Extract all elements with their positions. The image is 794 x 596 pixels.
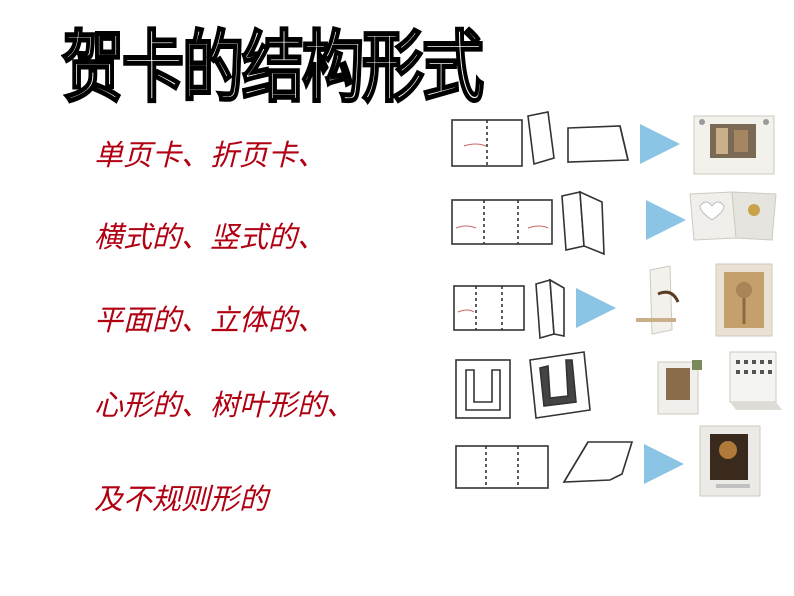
page-title: 贺卡的结构形式 bbox=[61, 20, 485, 114]
card-type-line-4: 心形的、树叶形的、 bbox=[94, 388, 356, 422]
photo-card-1 bbox=[693, 115, 775, 175]
row-tri-fold bbox=[451, 190, 605, 256]
row-single-fold bbox=[451, 111, 630, 167]
photo-card-2 bbox=[689, 191, 777, 241]
card-structure-illustration bbox=[451, 111, 782, 497]
card-type-line-5: 及不规则形的 bbox=[94, 482, 269, 516]
row-gate-fold bbox=[453, 278, 565, 340]
row-tent-fold bbox=[455, 441, 634, 489]
photo-card-3 bbox=[636, 263, 773, 337]
row-cutout bbox=[455, 351, 591, 419]
card-type-line-2: 横式的、竖式的、 bbox=[94, 220, 327, 254]
card-type-line-1: 单页卡、折页卡、 bbox=[94, 138, 327, 172]
heart-icon bbox=[699, 201, 725, 221]
photo-card-5 bbox=[699, 425, 761, 497]
photo-card-4 bbox=[657, 351, 782, 415]
card-type-line-3: 平面的、立体的、 bbox=[94, 303, 327, 337]
